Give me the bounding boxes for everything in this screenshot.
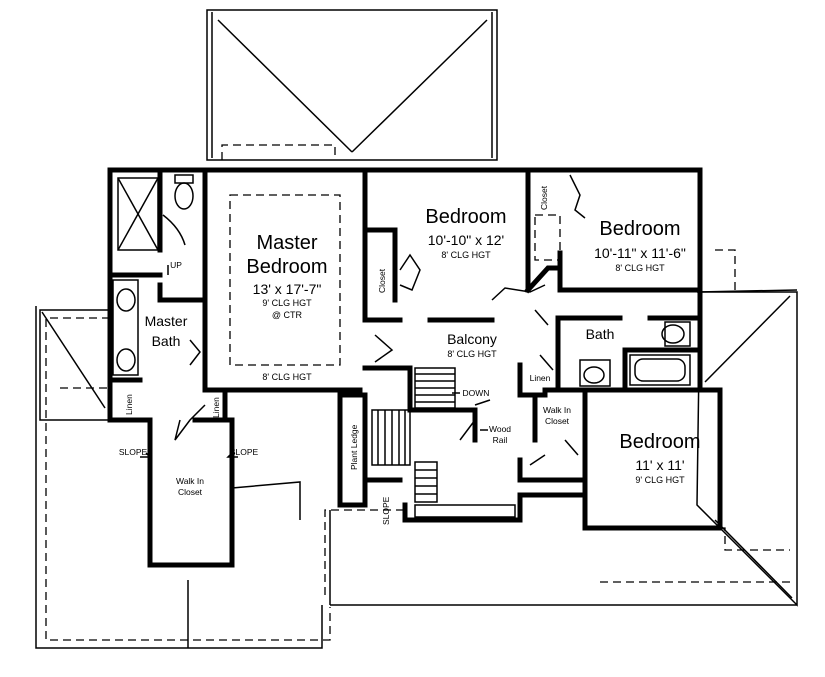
slope-label-left: SLOPE [119, 447, 148, 457]
up-label: UP [170, 260, 182, 270]
master-bedroom-title-2: Bedroom [246, 256, 327, 278]
closet-label-2: Closet [539, 185, 549, 210]
bedroom-3-clg: 9' CLG HGT [635, 475, 685, 485]
master-bedroom-clg-loc: @ CTR [272, 310, 303, 320]
slope-label-right: SLOPE [230, 447, 259, 457]
bedroom-2-title: Bedroom [599, 218, 680, 240]
master-bedroom-dims: 13' x 17'-7" [253, 281, 322, 297]
closet-label-1: Closet [377, 268, 387, 293]
master-bedroom-clg-bottom: 8' CLG HGT [262, 372, 312, 382]
down-label: DOWN [463, 388, 490, 398]
bedroom-3-dims: 11' x 11' [635, 457, 684, 473]
linen-label-1: Linen [124, 394, 134, 415]
arrows [140, 265, 460, 458]
linen-label-2: Linen [211, 397, 221, 418]
wood-rail-label-1: Wood [489, 424, 511, 434]
bedroom-2-dims: 10'-11" x 11'-6" [594, 245, 686, 261]
master-bedroom-title-1: Master [256, 232, 317, 254]
master-bedroom-clg: 9' CLG HGT [262, 298, 312, 308]
room-labels: Master Bedroom 13' x 17'-7" 9' CLG HGT @… [119, 185, 701, 525]
walls [107, 167, 723, 568]
bedroom-1-title: Bedroom [425, 206, 506, 228]
linen-label-3: Linen [530, 373, 551, 383]
roof-outline-top [206, 9, 498, 161]
bath-title: Bath [586, 326, 615, 342]
roof-outline-right [329, 289, 798, 607]
balcony-title: Balcony [447, 331, 497, 347]
slope-label-stair: SLOPE [381, 496, 391, 525]
walk-in-closet-master-2: Closet [178, 487, 203, 497]
walk-in-closet-bed3-2: Closet [545, 416, 570, 426]
bedroom-1-clg: 8' CLG HGT [441, 250, 491, 260]
master-bath-title-2: Bath [152, 333, 181, 349]
dashed-lines [45, 144, 790, 641]
bedroom-2-clg: 8' CLG HGT [615, 263, 665, 273]
plant-ledge-label: Plant Ledge [349, 424, 359, 470]
bedroom-3-title: Bedroom [619, 431, 700, 453]
balcony-clg: 8' CLG HGT [447, 349, 497, 359]
wood-rail-label-2: Rail [493, 435, 508, 445]
walk-in-closet-bed3-1: Walk In [543, 405, 571, 415]
walk-in-closet-master-1: Walk In [176, 476, 204, 486]
bedroom-1-dims: 10'-10" x 12' [428, 232, 504, 248]
fixtures [112, 174, 691, 518]
stair-treads [371, 367, 516, 518]
master-bath-title-1: Master [145, 313, 188, 329]
